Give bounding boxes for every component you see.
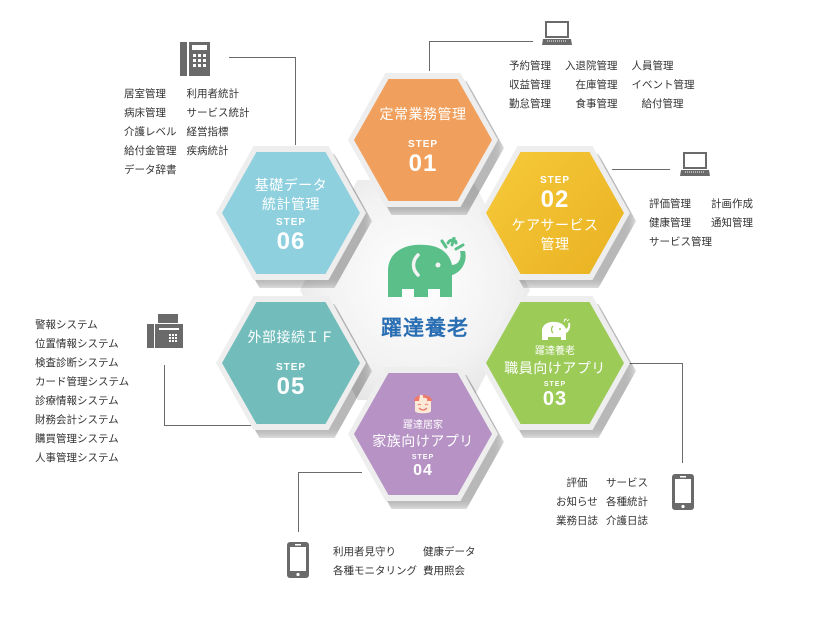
step03-brand: 躍達養老 — [535, 345, 575, 357]
step06-feature-list: 居室管理 利用者統計 病床管理 サービス統計 介護レベル 経営指標 給付金管理 … — [124, 85, 250, 180]
feature-item: 食事管理 — [575, 98, 618, 110]
feature-item: 勤怠管理 — [509, 98, 551, 110]
step06-title-line1: 基礎データ — [254, 178, 328, 194]
step03-title: 職員向けアプリ — [504, 360, 606, 377]
hex-step05-face: 外部接続ＩＦ STEP 05 — [222, 302, 360, 424]
step01-label: STEP — [407, 138, 439, 150]
fax-icon — [147, 314, 183, 348]
feature-item: 人事管理システム — [35, 452, 119, 464]
hex-step03-face: 躍達養老 職員向けアプリ STEP 03 — [486, 302, 624, 424]
feature-item: カード管理システム — [35, 376, 130, 388]
feature-item: 経営指標 — [186, 126, 229, 138]
step06-label: STEP — [275, 217, 307, 228]
step03-feature-list: 評価 サービス お知らせ 各種統計 業務日誌 介護日誌 — [556, 474, 648, 531]
step01-number: 01 — [408, 149, 438, 177]
hex-step05[interactable]: 外部接続ＩＦ STEP 05 — [216, 296, 372, 438]
connector-step01 — [429, 41, 430, 71]
feature-item: 予約管理 — [509, 60, 551, 72]
step06-number: 06 — [276, 228, 306, 255]
step02-label: STEP — [539, 175, 571, 186]
feature-item: イベント管理 — [631, 79, 695, 91]
smartphone-icon — [287, 542, 309, 578]
hex-step01[interactable]: 定常業務管理 STEP 01 — [348, 73, 504, 215]
feature-item: 評価 — [566, 477, 588, 489]
feature-item: 財務会計システム — [35, 414, 119, 426]
step04-number: 04 — [413, 461, 433, 479]
step02-title-line1: ケアサービス — [511, 218, 599, 234]
elephant-logo-icon — [388, 237, 466, 297]
feature-item: 居室管理 — [124, 88, 166, 100]
desk-phone-icon — [180, 42, 210, 76]
feature-item: 介護日誌 — [606, 515, 648, 527]
feature-item: 病床管理 — [124, 107, 166, 119]
connector-step02 — [612, 169, 670, 170]
feature-item: 収益管理 — [509, 79, 551, 91]
laptop-icon — [680, 152, 710, 176]
feature-item: 評価管理 — [649, 198, 691, 210]
step05-label: STEP — [275, 361, 307, 373]
hex-step06[interactable]: 基礎データ 統計管理 STEP 06 — [216, 146, 372, 288]
feature-item: 診療情報システム — [35, 395, 119, 407]
step02-number: 02 — [540, 186, 570, 213]
step04-title: 家族向けアプリ — [372, 433, 474, 450]
feature-item: 健康管理 — [649, 217, 691, 229]
hex-step03[interactable]: 躍達養老 職員向けアプリ STEP 03 — [480, 296, 636, 438]
feature-item: 在庫管理 — [575, 79, 618, 91]
feature-item: 業務日誌 — [556, 515, 598, 527]
step04-feature-list: 利用者見守り 健康データ 各種モニタリング 費用照会 — [333, 543, 476, 581]
hex-step02[interactable]: STEP 02 ケアサービス 管理 — [480, 146, 636, 288]
connector-step05 — [164, 365, 165, 425]
laptop-icon — [542, 21, 572, 45]
elephant-icon — [542, 317, 571, 340]
feature-item: 通知管理 — [711, 217, 753, 229]
step05-number: 05 — [276, 372, 306, 400]
feature-item: 各種モニタリング — [333, 565, 417, 577]
feature-item: 費用照会 — [423, 565, 465, 577]
smartphone-icon — [672, 474, 694, 510]
smiling-mascot-icon — [414, 394, 432, 413]
step05-feature-list: 警報システム 位置情報システム 検査診断システム カード管理システム 診療情報シ… — [35, 316, 129, 468]
step05-title: 外部接続ＩＦ — [247, 329, 335, 346]
feature-item: お知らせ — [556, 496, 598, 508]
connector-step06 — [295, 57, 296, 145]
feature-item: 利用者見守り — [333, 546, 396, 558]
step02-title-line2: 管理 — [540, 237, 570, 253]
step03-label: STEP — [543, 380, 567, 388]
connector-step04 — [298, 472, 299, 532]
step01-title: 定常業務管理 — [379, 106, 467, 123]
feature-item: 購買管理システム — [35, 433, 119, 445]
feature-item: サービス — [606, 477, 648, 489]
feature-item: 給付管理 — [641, 98, 684, 110]
feature-item: 入退院管理 — [565, 60, 618, 72]
hex-step04[interactable]: 躍達居家 家族向けアプリ STEP 04 — [348, 367, 504, 509]
connector-step04 — [298, 472, 362, 473]
connector-step03 — [625, 363, 682, 364]
feature-item: 計画作成 — [711, 198, 753, 210]
feature-item: サービス統計 — [186, 107, 250, 119]
step06-title-line2: 統計管理 — [262, 197, 320, 213]
feature-item: 利用者統計 — [186, 88, 240, 100]
step04-label: STEP — [411, 453, 435, 461]
connector-step03 — [682, 363, 683, 463]
feature-item: データ辞書 — [124, 164, 177, 176]
step04-brand: 躍達居家 — [403, 419, 443, 431]
step01-feature-list: 予約管理 入退院管理 人員管理 収益管理 在庫管理 イベント管理 勤怠管理 食事… — [509, 57, 695, 114]
feature-item: 人員管理 — [631, 60, 674, 72]
feature-item: 警報システム — [35, 319, 98, 331]
feature-item: 疾病統計 — [186, 145, 229, 157]
feature-item: 健康データ — [423, 546, 476, 558]
feature-item: サービス管理 — [649, 236, 712, 248]
feature-item: 介護レベル — [124, 126, 177, 138]
feature-item: 位置情報システム — [35, 338, 119, 350]
feature-item: 検査診断システム — [35, 357, 119, 369]
connector-step05 — [164, 425, 256, 426]
connector-step06 — [229, 57, 296, 58]
hex-step04-face: 躍達居家 家族向けアプリ STEP 04 — [354, 373, 492, 495]
connector-step01 — [429, 41, 533, 42]
brand-name: 躍達養老 — [381, 316, 469, 340]
step02-feature-list: 評価管理 計画作成 健康管理 通知管理 サービス管理 — [649, 195, 753, 252]
feature-item: 給付金管理 — [124, 145, 177, 157]
feature-item: 各種統計 — [606, 496, 648, 508]
step03-number: 03 — [542, 387, 568, 410]
